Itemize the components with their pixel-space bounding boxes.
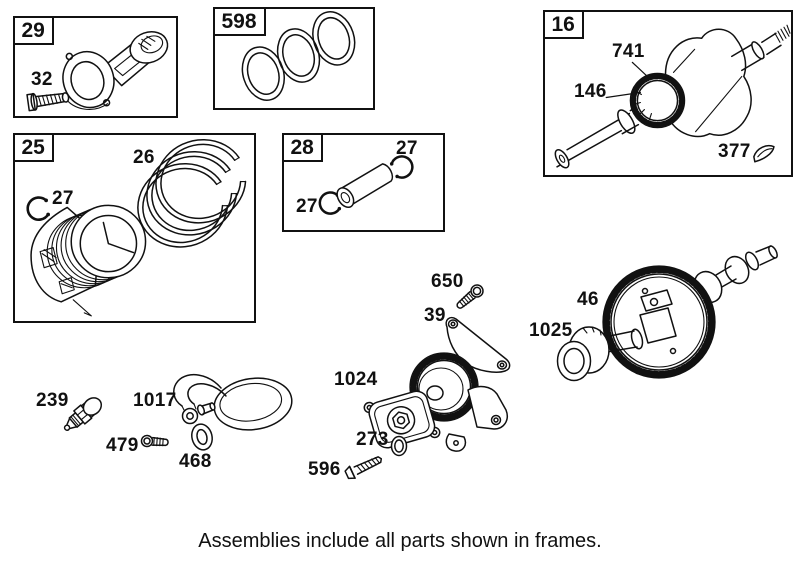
woodruff-key-377-icon — [753, 144, 775, 163]
frame-598: 598 — [212, 6, 375, 110]
ring-icon — [276, 28, 321, 83]
piston-pin-icon — [336, 163, 394, 209]
oil-switch-239-icon — [63, 397, 103, 431]
grommet-468-icon — [191, 423, 213, 451]
connecting-rod-icon — [62, 31, 169, 110]
frame-598-label: 598 — [212, 6, 266, 36]
oil-slinger-1017-icon — [173, 373, 293, 431]
diagram-caption: Assemblies include all parts shown in fr… — [198, 530, 602, 552]
frame-16-label: 16 — [542, 9, 584, 39]
callout-468: 468 — [179, 451, 212, 472]
leader-146 — [605, 91, 641, 99]
callout-27-piston: 27 — [52, 188, 74, 209]
screw-479-icon — [140, 434, 169, 448]
piston-pin-assembly-drawing — [318, 155, 414, 215]
leader-741 — [631, 61, 650, 79]
callout-32: 32 — [31, 69, 53, 90]
screw-650-icon — [456, 284, 484, 309]
frame-29: 29 — [12, 15, 178, 118]
rod-bolt-32-icon — [26, 92, 70, 112]
piston-icon — [30, 204, 147, 317]
callout-239: 239 — [36, 390, 69, 411]
piston-assembly-drawing — [26, 138, 247, 317]
callout-146: 146 — [574, 81, 607, 102]
callout-27-pin-right: 27 — [396, 138, 418, 159]
frame-28-label: 28 — [281, 132, 323, 162]
oil-pump-icon — [363, 352, 508, 452]
frame-16: 16 — [542, 9, 793, 177]
crankshaft-icon — [554, 24, 791, 169]
spacer-1025-icon — [556, 326, 610, 382]
piston-ring-set-26-icon — [137, 138, 247, 248]
crankshaft-assembly-drawing — [554, 24, 791, 169]
frame-29-label: 29 — [12, 15, 54, 45]
callout-39: 39 — [424, 305, 446, 326]
frame-25-label: 25 — [12, 132, 54, 162]
callout-46: 46 — [577, 289, 599, 310]
callout-650: 650 — [431, 271, 464, 292]
o-ring-273-icon — [390, 435, 408, 457]
retaining-ring-27-icon — [26, 196, 50, 221]
retaining-ring-27-icon — [389, 155, 414, 179]
callout-273: 273 — [356, 429, 389, 450]
ring-set-drawing — [241, 11, 356, 101]
callout-26: 26 — [133, 147, 155, 168]
camshaft-gear-icon — [600, 245, 778, 379]
ring-icon — [312, 11, 356, 66]
connecting-rod-assembly-drawing — [26, 31, 169, 112]
frame-28: 28 — [281, 132, 445, 232]
callout-741: 741 — [612, 41, 645, 62]
callout-1024: 1024 — [334, 369, 378, 390]
bolt-596-icon — [344, 456, 383, 480]
callout-596: 596 — [308, 459, 341, 480]
callout-377: 377 — [718, 141, 751, 162]
callout-1025: 1025 — [529, 320, 573, 341]
callout-479: 479 — [106, 435, 139, 456]
frame-25: 25 — [12, 132, 256, 323]
callout-1017: 1017 — [133, 390, 177, 411]
callout-27-pin-left: 27 — [296, 196, 318, 217]
